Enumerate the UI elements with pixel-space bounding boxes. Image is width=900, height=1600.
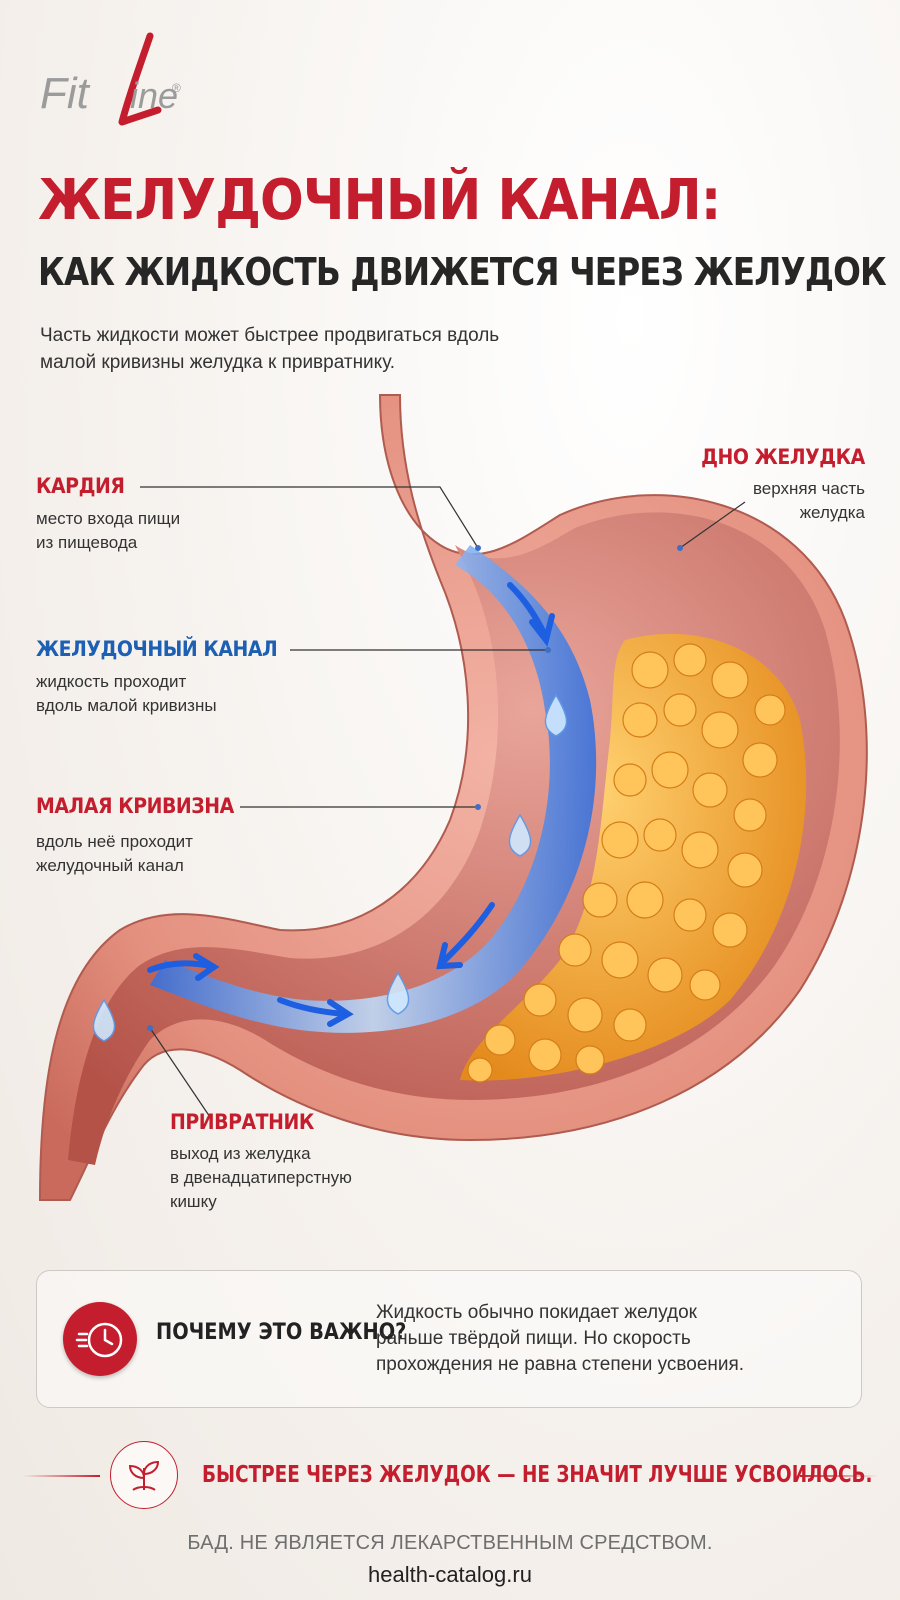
callout-cardia-desc: место входа пищи из пищевода (36, 509, 181, 552)
site-url: health-catalog.ru (368, 1562, 532, 1587)
callout-fundus-desc: верхняя часть желудка (752, 479, 865, 522)
svg-text:ine: ine (130, 75, 178, 116)
page-title: ЖЕЛУДОЧНЫЙ КАНАЛ: (38, 168, 721, 233)
info-box (36, 1270, 862, 1408)
fitline-logo: Fit ine ® (40, 32, 181, 126)
gastric-canal (150, 545, 597, 1033)
callout-curvature-desc: вдоль неё проходит желудочный канал (36, 832, 193, 875)
callout-curvature-title: МАЛАЯ КРИВИЗНА (36, 794, 234, 818)
disclaimer: БАД. НЕ ЯВЛЯЕТСЯ ЛЕКАРСТВЕННЫМ СРЕДСТВОМ… (187, 1532, 713, 1554)
slogan-divider-right (800, 1475, 878, 1477)
slogan-text: БЫСТРЕЕ ЧЕРЕЗ ЖЕЛУДОК — НЕ ЗНАЧИТ ЛУЧШЕ … (202, 1462, 873, 1488)
clock-fast-icon (63, 1302, 137, 1376)
callout-cardia-title: КАРДИЯ (36, 474, 125, 498)
water-drops (92, 693, 568, 1042)
callout-canal-title: ЖЕЛУДОЧНЫЙ КАНАЛ (36, 637, 278, 661)
leader-lines (140, 486, 746, 1121)
callout-fundus-title: ДНО ЖЕЛУДКА (701, 445, 865, 469)
svg-text:Fit: Fit (40, 69, 91, 118)
intro-text: Часть жидкости может быстрее продвигатьс… (40, 325, 500, 373)
slogan-divider-left (22, 1475, 100, 1477)
plant-leaf-icon (110, 1441, 178, 1509)
svg-text:®: ® (172, 81, 181, 95)
info-heading: ПОЧЕМУ ЭТО ВАЖНО? (156, 1320, 407, 1345)
stomach-illustration (38, 394, 868, 1201)
info-text: Жидкость обычно покидает желудок раньше … (376, 1302, 745, 1375)
page-subtitle: КАК ЖИДКОСТЬ ДВИЖЕТСЯ ЧЕРЕЗ ЖЕЛУДОК (38, 250, 887, 294)
food-mass (460, 633, 807, 1083)
flow-arrows (147, 582, 555, 1027)
callout-pylorus-desc: выход из желудка в двенадцатиперстную ки… (170, 1144, 352, 1211)
callout-pylorus-title: ПРИВРАТНИК (170, 1110, 314, 1134)
callout-canal-desc: жидкость проходит вдоль малой кривизны (36, 672, 217, 715)
